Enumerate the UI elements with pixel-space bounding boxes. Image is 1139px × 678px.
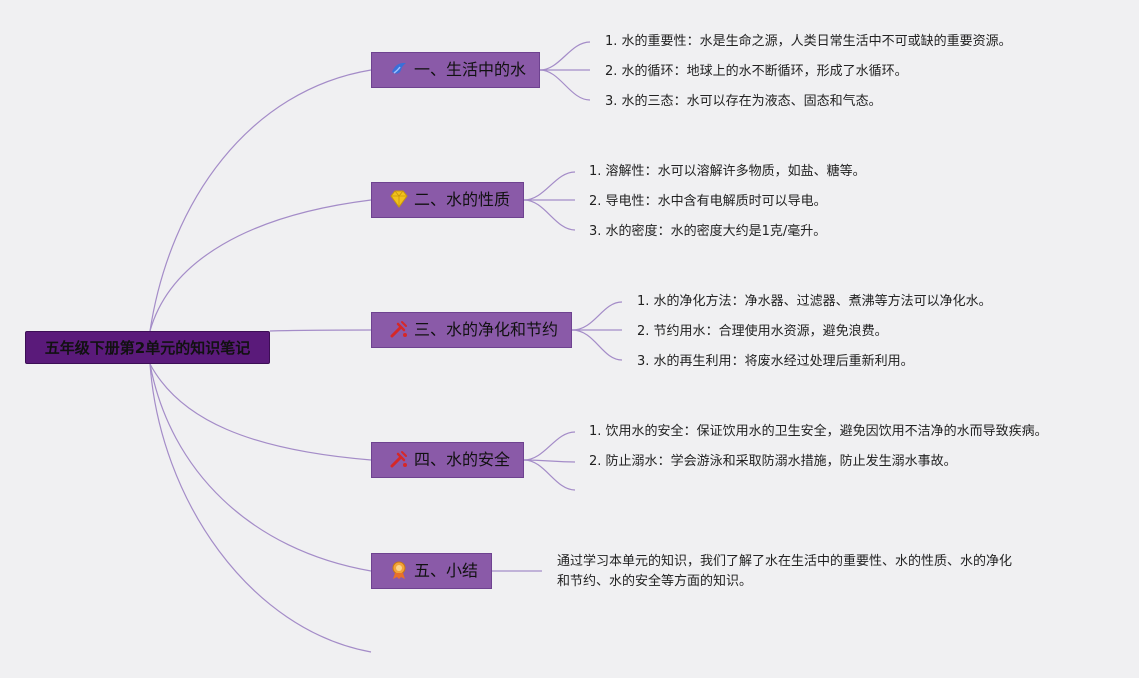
item-number: 1. xyxy=(589,164,602,179)
item-number: 1. xyxy=(589,424,602,439)
list-item: 1. 水的净化方法：净水器、过滤器、煮沸等方法可以净化水。 xyxy=(637,294,992,309)
topic-label: 五、小结 xyxy=(414,561,479,580)
root-node[interactable]: 五年级下册第2单元的知识笔记 xyxy=(25,331,270,364)
topic-label: 二、水的性质 xyxy=(414,190,511,209)
water-drop-icon xyxy=(388,58,410,80)
list-item: 2. 节约用水：合理使用水资源，避免浪费。 xyxy=(637,324,888,339)
item-term: 水的净化方法 xyxy=(653,294,732,309)
medal-icon xyxy=(388,559,410,581)
list-item: 1. 溶解性：水可以溶解许多物质，如盐、糖等。 xyxy=(589,164,866,179)
topic-label: 四、水的安全 xyxy=(414,450,511,469)
item-text: 地球上的水不断循环，形成了水循环。 xyxy=(686,64,908,79)
item-text: 合理使用水资源，避免浪费。 xyxy=(718,324,888,339)
item-text: 净水器、过滤器、煮沸等方法可以净化水。 xyxy=(744,294,992,309)
item-number: 2. xyxy=(589,194,602,209)
item-text: 水是生命之源，人类日常生活中不可或缺的重要资源。 xyxy=(699,34,1012,49)
diamond-icon xyxy=(388,188,410,210)
item-number: 2. xyxy=(589,454,602,469)
topic-label: 三、水的净化和节约 xyxy=(414,320,559,339)
list-item: 2. 导电性：水中含有电解质时可以导电。 xyxy=(589,194,827,209)
item-term: 节约用水 xyxy=(653,324,706,339)
summary-line: 和节约、水的安全等方面的知识。 xyxy=(557,574,753,589)
item-number: 2. xyxy=(605,64,618,79)
item-term: 水的三态 xyxy=(621,94,674,109)
item-text: 水的密度大约是1克/毫升。 xyxy=(670,224,827,239)
item-term: 水的重要性 xyxy=(621,34,687,49)
item-text: 水可以存在为液态、固态和气态。 xyxy=(686,94,882,109)
tools-icon xyxy=(388,448,410,470)
list-item: 1. 水的重要性：水是生命之源，人类日常生活中不可或缺的重要资源。 xyxy=(605,34,1012,49)
item-number: 1. xyxy=(605,34,618,49)
item-text: 水中含有电解质时可以导电。 xyxy=(657,194,827,209)
item-text: 保证饮用水的卫生安全，避免因饮用不洁净的水而导致疾病。 xyxy=(696,424,1048,439)
list-item: 1. 饮用水的安全：保证饮用水的卫生安全，避免因饮用不洁净的水而导致疾病。 xyxy=(589,424,1048,439)
item-term: 水的再生利用 xyxy=(653,354,732,369)
item-number: 3. xyxy=(605,94,618,109)
item-term: 溶解性 xyxy=(605,164,645,179)
topic-water-safety[interactable]: 四、水的安全 xyxy=(371,442,524,478)
topic-label: 一、生活中的水 xyxy=(414,60,527,79)
topic-water-properties[interactable]: 二、水的性质 xyxy=(371,182,524,218)
list-item: 2. 水的循环：地球上的水不断循环，形成了水循环。 xyxy=(605,64,908,79)
item-number: 3. xyxy=(589,224,602,239)
item-term: 饮用水的安全 xyxy=(605,424,684,439)
item-number: 2. xyxy=(637,324,650,339)
summary-line: 通过学习本单元的知识，我们了解了水在生活中的重要性、水的性质、水的净化 xyxy=(557,554,1013,569)
list-item: 3. 水的密度：水的密度大约是1克/毫升。 xyxy=(589,224,827,239)
list-item: 3. 水的三态：水可以存在为液态、固态和气态。 xyxy=(605,94,882,109)
item-term: 防止溺水 xyxy=(605,454,658,469)
list-item: 3. 水的再生利用：将废水经过处理后重新利用。 xyxy=(637,354,914,369)
item-number: 3. xyxy=(637,354,650,369)
topic-purification-saving[interactable]: 三、水的净化和节约 xyxy=(371,312,572,348)
summary-text: 通过学习本单元的知识，我们了解了水在生活中的重要性、水的性质、水的净化 和节约、… xyxy=(557,552,1057,592)
topic-summary[interactable]: 五、小结 xyxy=(371,553,492,589)
topic-life-water[interactable]: 一、生活中的水 xyxy=(371,52,540,88)
item-text: 将废水经过处理后重新利用。 xyxy=(744,354,914,369)
item-term: 导电性 xyxy=(605,194,645,209)
item-text: 学会游泳和采取防溺水措施，防止发生溺水事故。 xyxy=(670,454,957,469)
item-term: 水的密度 xyxy=(605,224,658,239)
item-text: 水可以溶解许多物质，如盐、糖等。 xyxy=(657,164,866,179)
item-number: 1. xyxy=(637,294,650,309)
list-item: 2. 防止溺水：学会游泳和采取防溺水措施，防止发生溺水事故。 xyxy=(589,454,957,469)
tools-icon xyxy=(388,318,410,340)
item-term: 水的循环 xyxy=(621,64,674,79)
